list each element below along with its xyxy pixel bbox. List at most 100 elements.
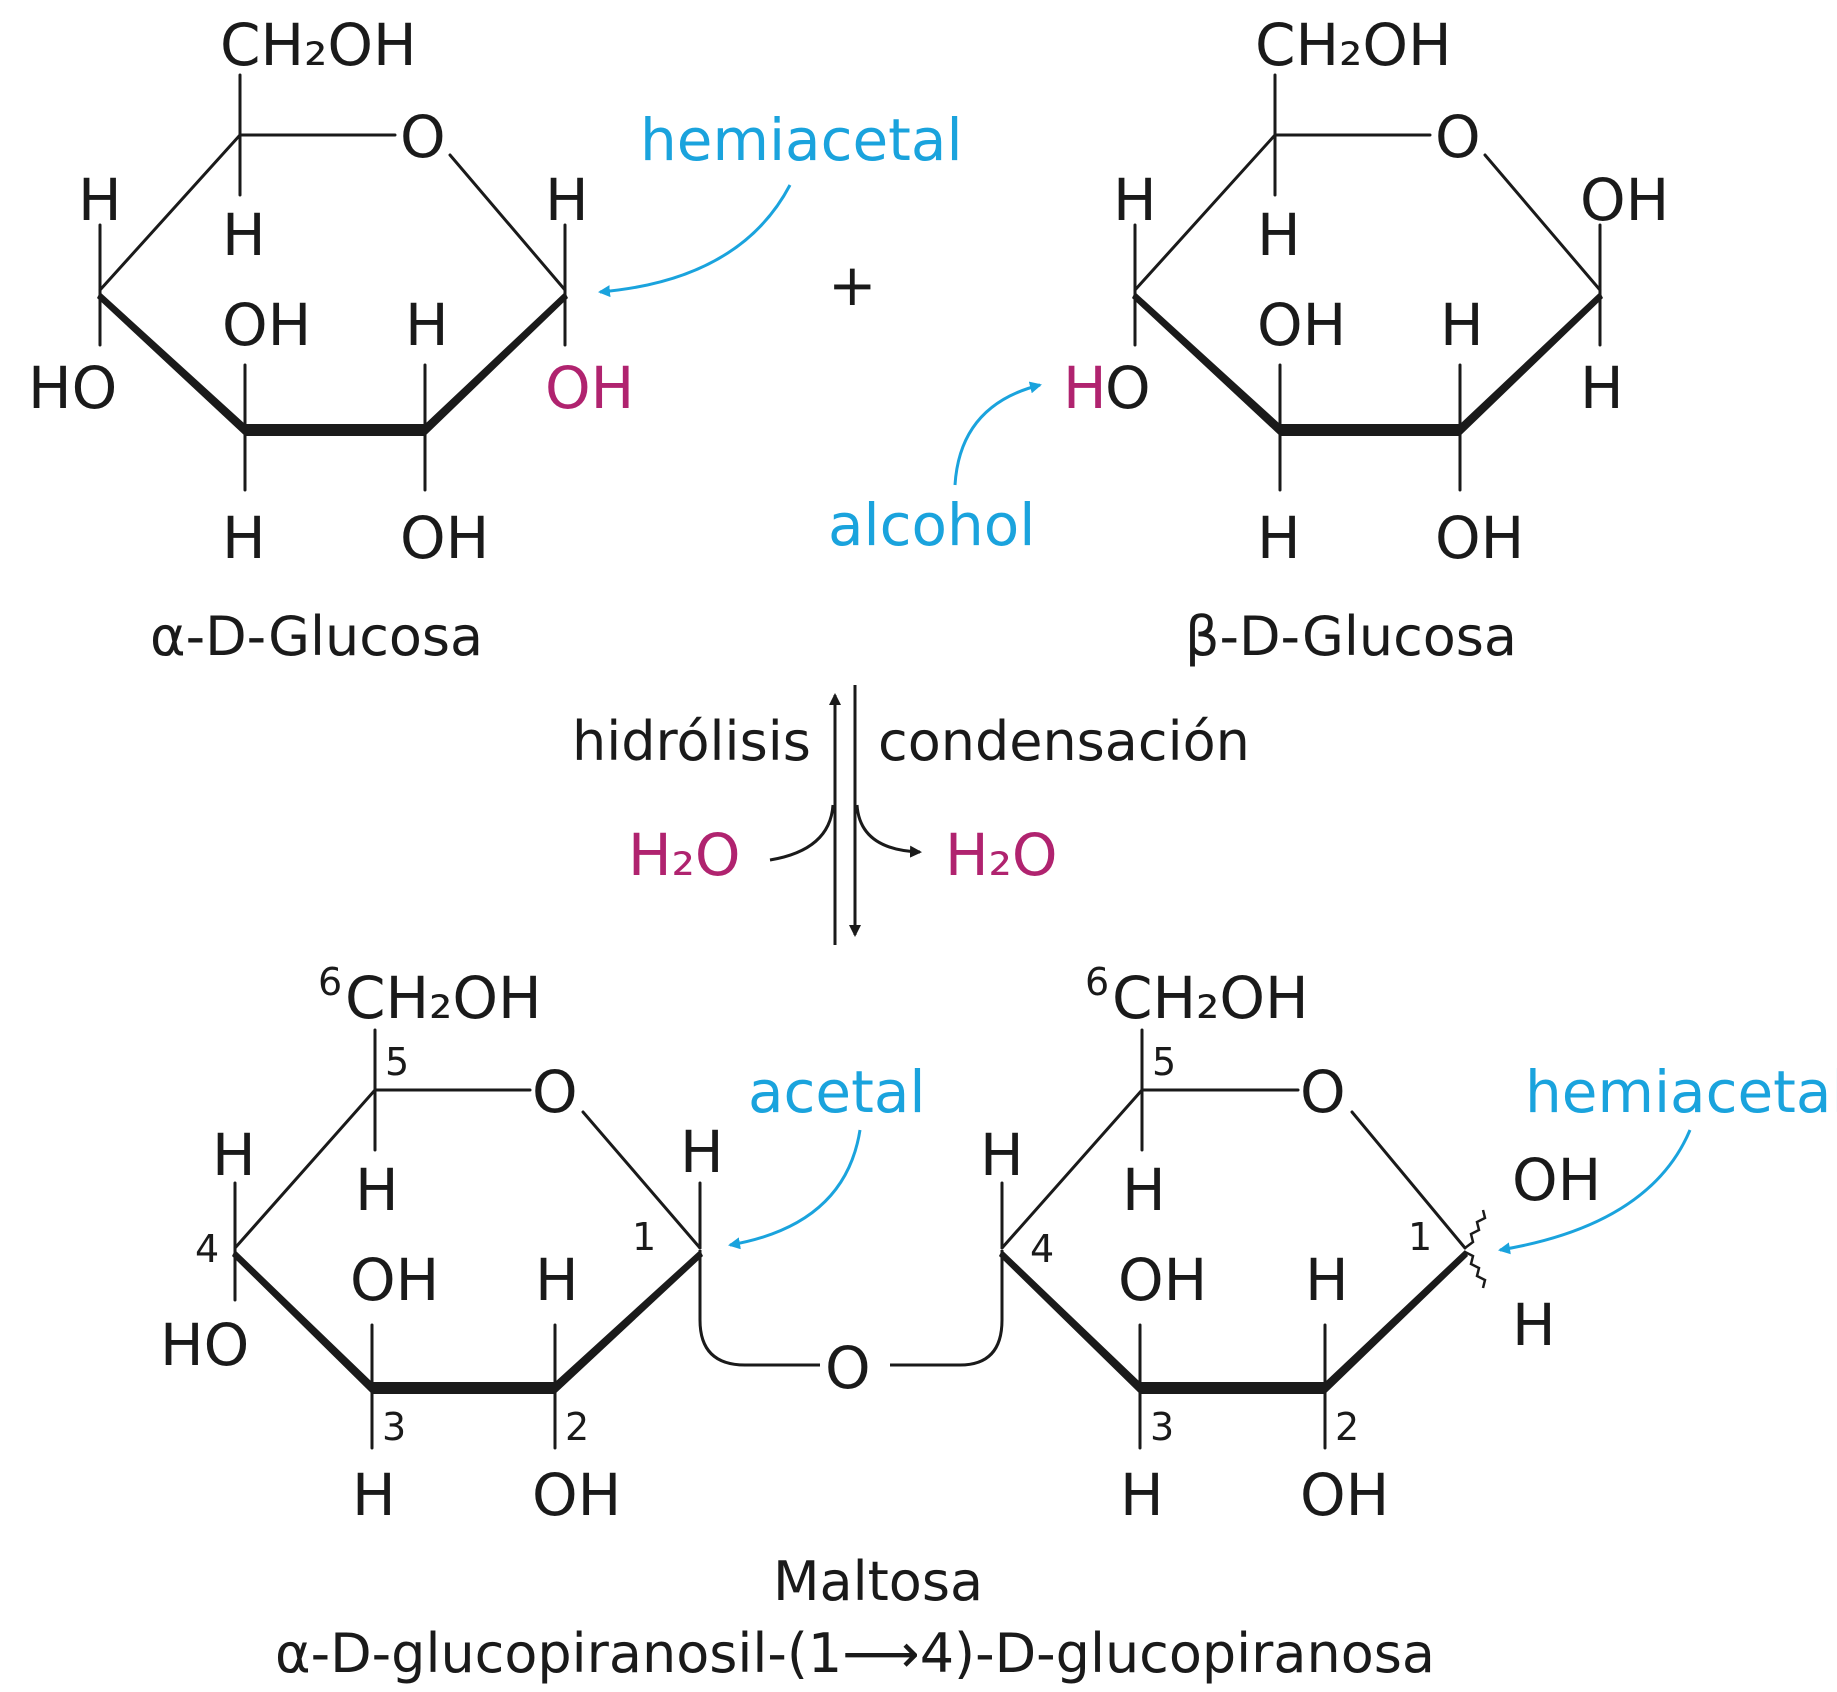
ml-acetal-arrow (728, 1129, 862, 1250)
beta-alcohol-label: alcohol (828, 491, 1035, 559)
ml-h-c3: H (352, 1461, 396, 1529)
alpha-hemiacetal-arrow (598, 184, 792, 298)
maltose-left-wedge-left (232, 1250, 372, 1394)
mr-hemiacetal-label: hemiacetal (1525, 1058, 1837, 1126)
maltose-right-wedge-left (999, 1250, 1140, 1394)
mr-h-c5: H (1122, 1156, 1166, 1224)
alpha-h-c1: H (545, 166, 589, 234)
beta-h-c3: H (1257, 504, 1301, 572)
beta-h-c2: H (1440, 291, 1484, 359)
mr-oh-c3: OH (1118, 1246, 1207, 1314)
beta-ring-oxygen: O (1435, 103, 1481, 171)
mr-hemiacetal-arrow (1498, 1129, 1692, 1255)
beta-oh-c2: OH (1435, 504, 1524, 572)
ml-ho-c4: HO (160, 1311, 249, 1379)
alpha-h-c5: H (222, 201, 266, 269)
beta-h-c5: H (1257, 201, 1301, 269)
maltose-left-wedge-right (555, 1250, 703, 1394)
water-out-label: H₂O (945, 821, 1058, 889)
beta-oh-c1: OH (1580, 166, 1669, 234)
mr-wavy-bond-up (1464, 1209, 1487, 1249)
alpha-oh-c2: OH (400, 504, 489, 572)
maltose-left-wedge-bottom (372, 1382, 555, 1394)
alpha-ho-c4: HO (28, 354, 117, 422)
mr-h-c3: H (1120, 1461, 1164, 1529)
beta-ho-o: O (1105, 354, 1151, 422)
ml-c3-number: 3 (382, 1405, 406, 1449)
product-iupac-name: α-D-glucopiranosil-(1⟶4)-D-glucopiranosa (275, 1622, 1435, 1685)
ml-h-c1: H (680, 1118, 724, 1186)
maltose-left-ring: 6 CH₂OH 5 O H 4 H H 1 OH H HO 3 2 H OH a… (160, 960, 926, 1529)
maltose-right-bonds (1000, 1028, 1467, 1450)
maltose-right-wedge-bottom (1140, 1382, 1325, 1394)
mr-c1-number: 1 (1408, 1215, 1432, 1259)
product-name: Maltosa (773, 1550, 983, 1613)
ml-h-c5: H (355, 1156, 399, 1224)
ml-oh-c2: OH (532, 1461, 621, 1529)
plus-sign: + (828, 251, 877, 319)
water-in-label: H₂O (628, 821, 741, 889)
mr-c6-number: 6 (1085, 960, 1109, 1004)
mr-oh-c1: OH (1512, 1146, 1601, 1214)
alpha-glucose-name: α-D-Glucosa (150, 605, 483, 668)
mr-c5-number: 5 (1152, 1040, 1176, 1084)
beta-ring-wedge-bottom (1280, 424, 1460, 436)
equilibrium-arrows (769, 685, 922, 945)
beta-alcohol-arrow (953, 381, 1042, 486)
mr-c3-number: 3 (1150, 1405, 1174, 1449)
ml-ch2oh: CH₂OH (345, 964, 542, 1032)
ml-c6-number: 6 (318, 960, 342, 1004)
glycosidic-oxygen: O (825, 1334, 871, 1402)
water-out-curve (855, 804, 922, 858)
mr-h-c4: H (980, 1121, 1024, 1189)
mr-c4-number: 4 (1030, 1227, 1054, 1271)
ml-ring-oxygen: O (532, 1058, 578, 1126)
ml-c1-number: 1 (632, 1215, 656, 1259)
beta-ho-h: H (1063, 354, 1107, 422)
mr-wavy-bond-down (1464, 1250, 1487, 1289)
beta-ch2oh: CH₂OH (1255, 11, 1452, 79)
maltose-left-bonds (233, 1028, 702, 1450)
alpha-oh-c3: OH (222, 291, 311, 359)
mr-h-c2: H (1305, 1246, 1349, 1314)
mr-c2-number: 2 (1335, 1405, 1359, 1449)
beta-glucose-bonds (1133, 73, 1602, 492)
maltose-right-wedge-right (1325, 1250, 1468, 1394)
ml-oh-c3: OH (350, 1246, 439, 1314)
alpha-d-glucose: CH₂OH O H H H OH H HO OH H OH α-D-Glucos… (28, 11, 963, 668)
beta-h-c4: H (1113, 166, 1157, 234)
alpha-ring-wedge-right (425, 292, 568, 436)
condensation-label: condensación (878, 710, 1250, 773)
beta-ring-wedge-left (1132, 292, 1280, 436)
ml-c4-number: 4 (195, 1227, 219, 1271)
alpha-ring-wedge-left (97, 292, 245, 436)
water-in-curve (769, 804, 835, 862)
hydrolysis-label: hidrólisis (572, 710, 811, 773)
alpha-ring-wedge-bottom (245, 424, 425, 436)
ml-h-c4: H (212, 1121, 256, 1189)
alpha-ring-oxygen: O (400, 103, 446, 171)
alpha-h-c2: H (405, 291, 449, 359)
glycosidic-bond: O (698, 1250, 1004, 1402)
beta-d-glucose: CH₂OH O H H OH OH H H O H H OH β-D-Gluco… (828, 11, 1669, 668)
mr-h-c1: H (1512, 1291, 1556, 1359)
ml-acetal-label: acetal (748, 1058, 926, 1126)
alpha-glucose-bonds (98, 73, 567, 492)
beta-h-c1: H (1580, 354, 1624, 422)
beta-glucose-name: β-D-Glucosa (1185, 605, 1517, 668)
beta-oh-c3: OH (1257, 291, 1346, 359)
alpha-h-c4: H (78, 166, 122, 234)
mr-ring-oxygen: O (1300, 1058, 1346, 1126)
alpha-hemiacetal-label: hemiacetal (640, 106, 963, 174)
mr-oh-c2: OH (1300, 1461, 1389, 1529)
alpha-h-c3: H (222, 504, 266, 572)
beta-ring-wedge-right (1460, 292, 1603, 436)
alpha-oh-c1: OH (545, 354, 634, 422)
ml-c2-number: 2 (565, 1405, 589, 1449)
ml-c5-number: 5 (385, 1040, 409, 1084)
mr-ch2oh: CH₂OH (1112, 964, 1309, 1032)
maltose-right-ring: 6 CH₂OH 5 O H 4 H OH 1 OH H H 3 2 H OH h… (980, 960, 1837, 1529)
ml-h-c2: H (535, 1246, 579, 1314)
alpha-ch2oh: CH₂OH (220, 11, 417, 79)
